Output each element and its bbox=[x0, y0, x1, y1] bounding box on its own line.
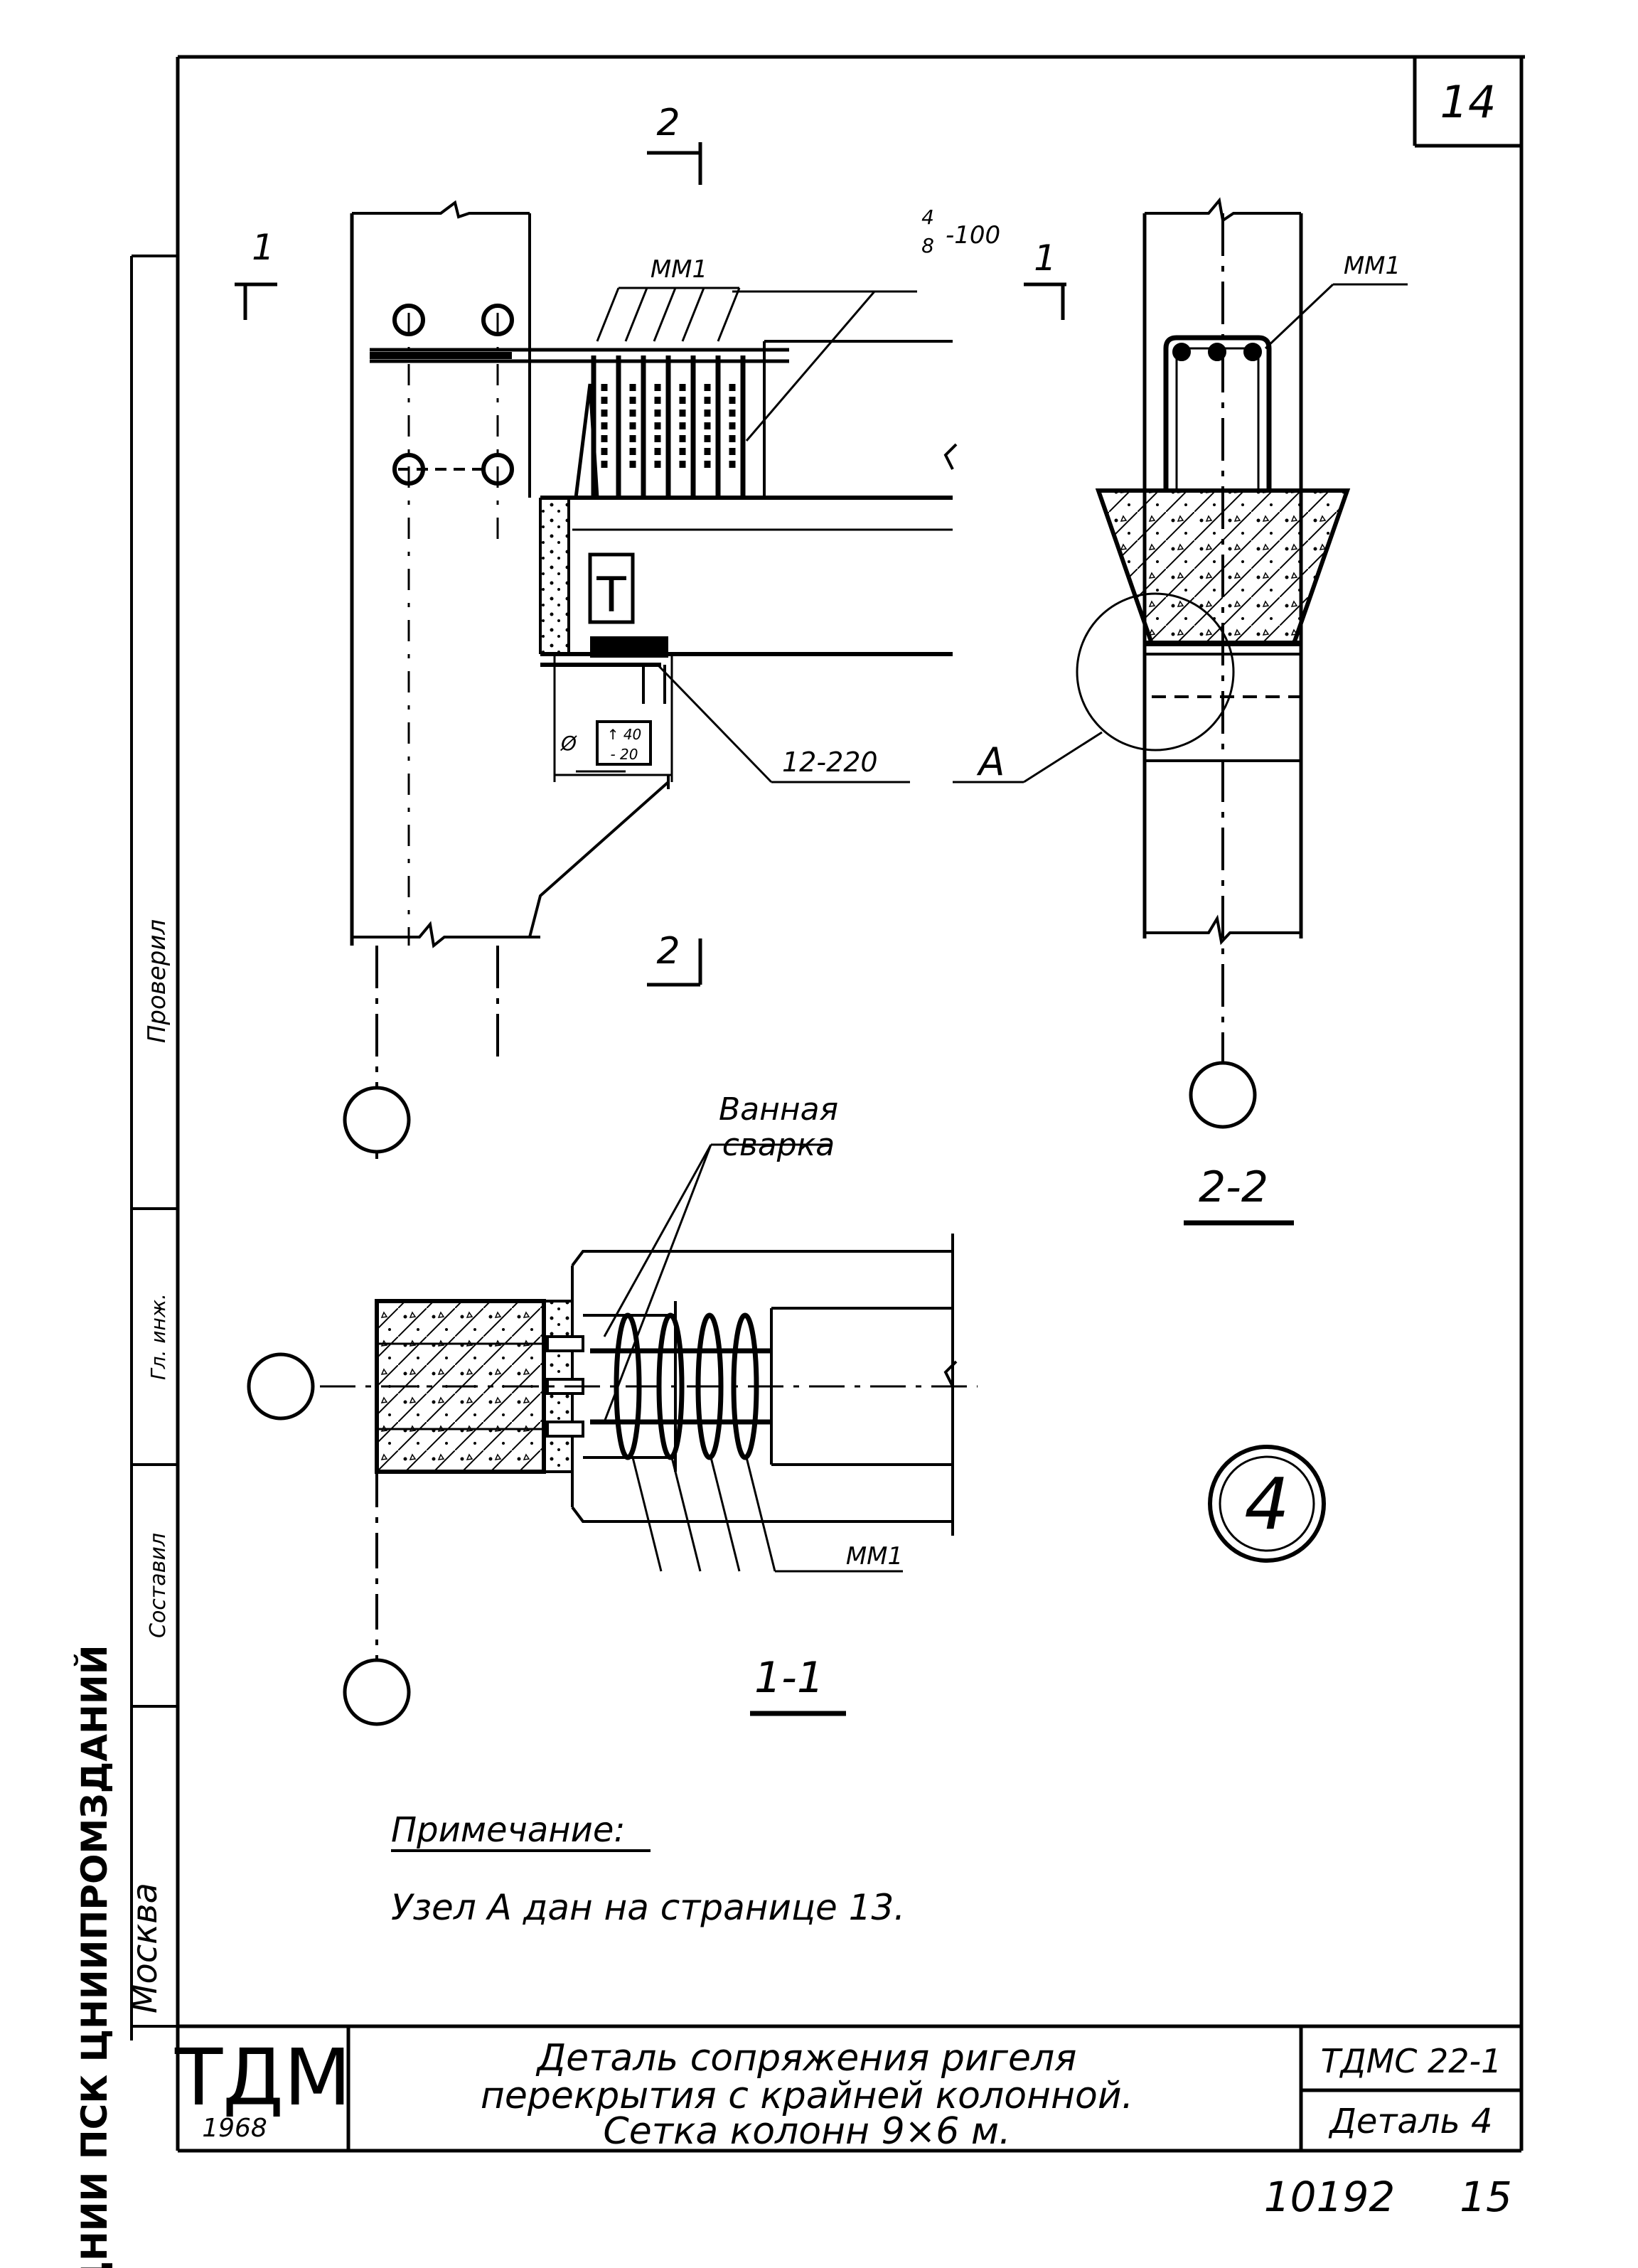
spacing-label-num: 4 bbox=[921, 205, 934, 229]
detail-badge bbox=[1208, 1445, 1326, 1563]
stamp-org: ЦНИИ ПСК ЦНИИПРОМЗДАНИЙ bbox=[73, 1644, 115, 2268]
tdm-logo: ТДМ bbox=[174, 2032, 351, 2123]
note-text: Узел А дан на странице 13. bbox=[391, 1887, 905, 1928]
section-mark-1-left: 1 bbox=[252, 227, 274, 268]
section22-mesh-label: ММ1 bbox=[1344, 252, 1401, 280]
side-stamp bbox=[130, 255, 178, 2040]
footer-code: 10192 bbox=[1264, 2173, 1396, 2221]
small-box-bottom: - 20 bbox=[610, 746, 638, 763]
section-1-1-view bbox=[320, 1143, 978, 1664]
title-line-1: Деталь сопряжения ригеля bbox=[536, 2037, 1077, 2080]
detail-label: Деталь 4 bbox=[1328, 2102, 1492, 2141]
front-view: Т bbox=[235, 142, 1066, 1159]
small-box-top: ↑ 40 bbox=[607, 726, 642, 743]
stamp-row-author: Составил bbox=[146, 1533, 171, 1638]
stamp-row-head: Гл. инж. bbox=[146, 1293, 170, 1380]
section11-mesh-label: ММ1 bbox=[846, 1542, 903, 1571]
title-year: 1968 bbox=[202, 2114, 267, 2143]
small-box-prefix: Ø bbox=[560, 732, 577, 755]
title-line-2: перекрытия с крайней колонной. bbox=[481, 2075, 1133, 2117]
axis-circle-1-1-bottom bbox=[343, 1658, 411, 1726]
front-mesh-label: ММ1 bbox=[651, 255, 707, 284]
axis-circle-front bbox=[343, 1086, 411, 1154]
weld-note-line1: Ванная bbox=[719, 1091, 838, 1128]
section-mark-1-right: 1 bbox=[1034, 237, 1056, 279]
detail-badge-number: 4 bbox=[1244, 1462, 1290, 1546]
footer-page: 15 bbox=[1460, 2173, 1512, 2221]
title-block bbox=[178, 2024, 1521, 2151]
section-1-1-title: 1-1 bbox=[754, 1653, 824, 1703]
embed-mark: Т bbox=[596, 567, 626, 624]
axis-circle-1-1-left bbox=[247, 1352, 315, 1421]
spacing-label-tail: -100 bbox=[946, 221, 1000, 250]
section-2-2-title: 2-2 bbox=[1199, 1162, 1268, 1212]
stamp-city: Москва bbox=[125, 1883, 165, 2013]
sheet-frame bbox=[176, 55, 1525, 2153]
section-2-2-view bbox=[953, 197, 1408, 1088]
section-mark-2-bottom: 2 bbox=[656, 930, 680, 973]
node-label: А bbox=[977, 739, 1005, 784]
note-title: Примечание: bbox=[391, 1810, 626, 1850]
weld-label: 12-220 bbox=[782, 747, 878, 778]
title-line-3: Сетка колонн 9×6 м. bbox=[603, 2110, 1010, 2153]
series-code: ТДМС 22-1 bbox=[1321, 2042, 1502, 2080]
section-mark-2-top: 2 bbox=[656, 102, 680, 144]
weld-note-line2: сварка bbox=[722, 1127, 835, 1163]
axis-circle-2-2 bbox=[1189, 1061, 1257, 1129]
stamp-row-checked: Проверил bbox=[143, 919, 171, 1043]
page-number: 14 bbox=[1440, 76, 1497, 128]
spacing-label-den: 8 bbox=[921, 234, 934, 257]
